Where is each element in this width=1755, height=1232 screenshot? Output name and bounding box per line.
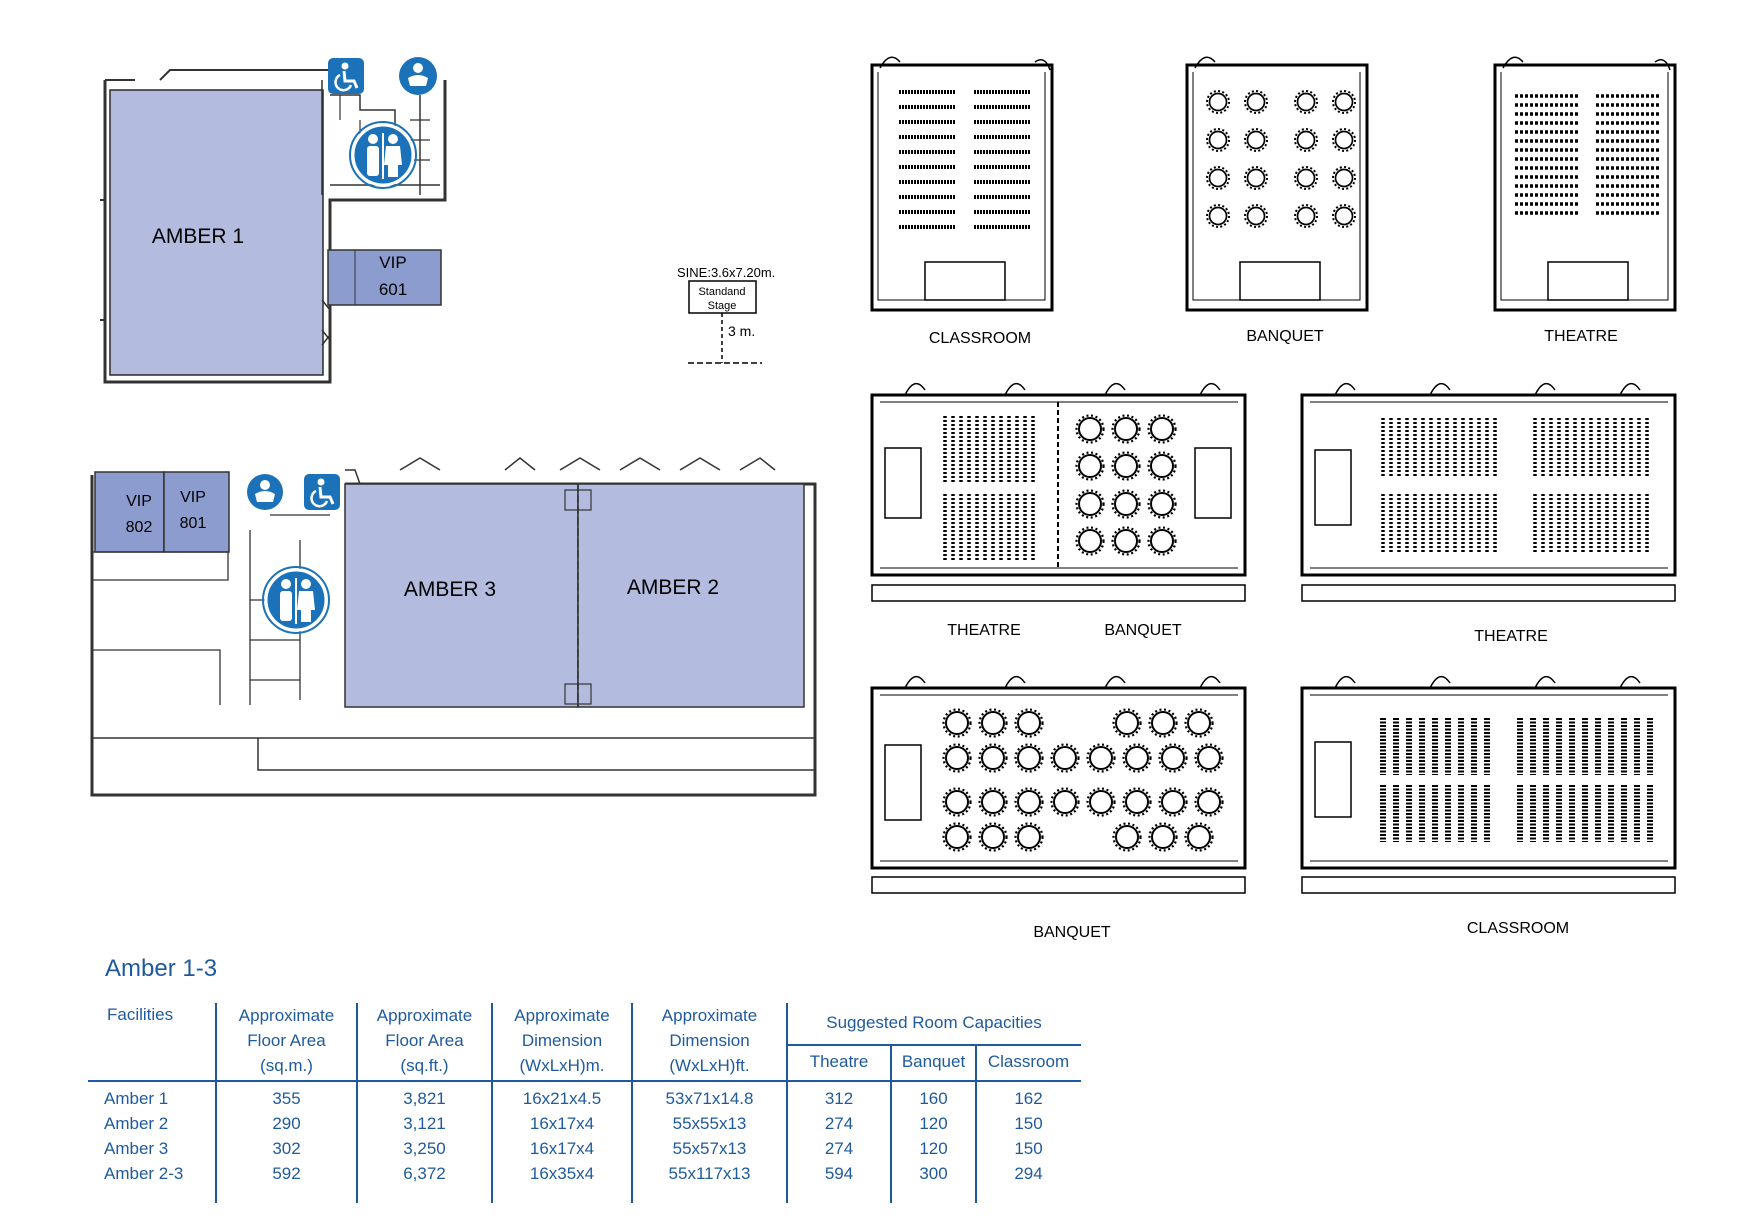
vip-802-area[interactable] [94, 471, 165, 553]
layout-label: CLASSROOM [1467, 920, 1569, 937]
table-cell-sqm: 355 [272, 1089, 301, 1108]
header-dim-ft-1: Approximate [661, 1006, 758, 1025]
header-banquet: Banquet [901, 1052, 966, 1071]
table-cell-theatre: 594 [824, 1164, 854, 1183]
table-cell-banquet: 120 [919, 1114, 948, 1133]
table-rules [88, 1003, 1081, 1203]
table-cell-dim-m: 16x17x4 [529, 1139, 595, 1158]
layout-theatre-mid: THEATRE [1300, 382, 1677, 645]
header-floor-sqft-3: (sq.ft.) [400, 1056, 449, 1075]
vip-801-label-1: VIP [180, 489, 206, 506]
table-cell-classroom: 150 [1014, 1114, 1043, 1133]
header-suggested: Suggested Room Capacities [826, 1013, 1042, 1032]
vip-601-label-2: 601 [379, 280, 407, 299]
table-cell-name: Amber 1 [104, 1089, 169, 1108]
header-floor-sqm-2: Floor Area [247, 1031, 326, 1050]
amber-1-area[interactable] [109, 89, 324, 376]
table-cell-sqm: 302 [272, 1139, 301, 1158]
amber-2-3-plan: AMBER 3 AMBER 2 VIP 802 VIP 801 [90, 457, 817, 797]
table-cell-name: Amber 2-3 [104, 1164, 184, 1183]
table-title: Amber 1-3 [105, 955, 218, 982]
table-cell-sqft: 3,121 [403, 1114, 446, 1133]
layout-classroom-bottom: CLASSROOM [1300, 675, 1677, 937]
table-cell-dim-m: 16x35x4 [529, 1164, 595, 1183]
amber-3-area[interactable] [344, 483, 579, 708]
table-cell-name: Amber 3 [104, 1139, 169, 1158]
stage-name-2: Stage [708, 300, 737, 312]
header-dim-ft-3: (WxLxH)ft. [669, 1056, 750, 1075]
table-cell-sqft: 6,372 [403, 1164, 446, 1183]
header-dim-m-2: Dimension [521, 1031, 603, 1050]
table-cell-dim-ft: 53x71x14.8 [665, 1089, 754, 1108]
amber-1-label: AMBER 1 [152, 225, 244, 248]
table-cell-classroom: 294 [1014, 1164, 1043, 1183]
header-floor-sqm-3: (sq.m.) [260, 1056, 313, 1075]
wheelchair-icon [304, 474, 340, 510]
layout-label: THEATRE [947, 622, 1020, 639]
stage-size-label: SINE:3.6x7.20m. [677, 265, 775, 280]
table-cell-name: Amber 2 [104, 1114, 169, 1133]
header-theatre: Theatre [809, 1052, 869, 1071]
vip-802-label-1: VIP [126, 493, 152, 510]
layout-banquet-bottom: BANQUET [870, 675, 1247, 941]
vip-801-area[interactable] [163, 471, 230, 553]
header-floor-sqft-1: Approximate [376, 1006, 473, 1025]
layout-banquet-top: BANQUET [1185, 56, 1369, 345]
header-floor-sqft-2: Floor Area [385, 1031, 464, 1050]
standard-stage: SINE:3.6x7.20m. Standand Stage 3 m. [677, 265, 775, 364]
amber-1-plan: AMBER 1 VIP 601 [100, 57, 447, 384]
amber-2-area[interactable] [577, 483, 805, 708]
baby-change-icon [247, 474, 283, 510]
header-dim-m-3: (WxLxH)m. [519, 1056, 605, 1075]
table-cell-classroom: 150 [1014, 1139, 1043, 1158]
table-cell-banquet: 120 [919, 1139, 948, 1158]
layout-label: THEATRE [1544, 328, 1617, 345]
wheelchair-icon [328, 58, 364, 94]
layout-theatre-banquet-mid: THEATRE BANQUET [870, 382, 1247, 639]
table-cell-dim-m: 16x21x4.5 [522, 1089, 602, 1108]
table-cell-dim-ft: 55x117x13 [668, 1164, 751, 1183]
layout-label: CLASSROOM [929, 330, 1031, 347]
layout-label: BANQUET [1104, 622, 1182, 639]
vip-801-label-2: 801 [180, 515, 207, 532]
table-cell-theatre: 274 [824, 1139, 854, 1158]
table-cell-sqft: 3,250 [403, 1139, 446, 1158]
layout-label: THEATRE [1474, 628, 1547, 645]
baby-change-icon [399, 57, 437, 95]
table-cell-dim-ft: 55x57x13 [672, 1139, 747, 1158]
vip-802-label-2: 802 [126, 519, 153, 536]
table-cell-theatre: 274 [824, 1114, 854, 1133]
header-dim-ft-2: Dimension [669, 1031, 750, 1050]
table-cell-sqm: 290 [272, 1114, 301, 1133]
layout-label: BANQUET [1246, 328, 1324, 345]
restroom-icon [349, 121, 417, 189]
table-cell-dim-m: 16x17x4 [529, 1114, 595, 1133]
table-cell-sqft: 3,821 [403, 1089, 446, 1108]
header-classroom: Classroom [987, 1052, 1070, 1071]
header-floor-sqm-1: Approximate [238, 1006, 335, 1025]
restroom-icon [262, 566, 330, 634]
amber-3-label: AMBER 3 [404, 578, 496, 601]
table-cell-dim-ft: 55x55x13 [672, 1114, 747, 1133]
table-cell-theatre: 312 [824, 1089, 854, 1108]
header-facilities: Facilities [107, 1005, 174, 1024]
layout-label: BANQUET [1033, 924, 1111, 941]
amber-2-label: AMBER 2 [627, 576, 719, 599]
table-cell-sqm: 592 [272, 1164, 301, 1183]
vip-601-label-1: VIP [379, 253, 406, 272]
stage-height-label: 3 m. [728, 323, 755, 339]
table-cell-banquet: 300 [919, 1164, 948, 1183]
layout-theatre-top: THEATRE [1493, 56, 1677, 345]
layout-classroom-top: CLASSROOM [870, 56, 1054, 347]
table-cell-banquet: 160 [919, 1089, 948, 1108]
vip-601-area[interactable] [327, 249, 442, 306]
stage-name-1: Standand [698, 286, 745, 298]
table-cell-classroom: 162 [1014, 1089, 1043, 1108]
header-dim-m-1: Approximate [514, 1006, 610, 1025]
